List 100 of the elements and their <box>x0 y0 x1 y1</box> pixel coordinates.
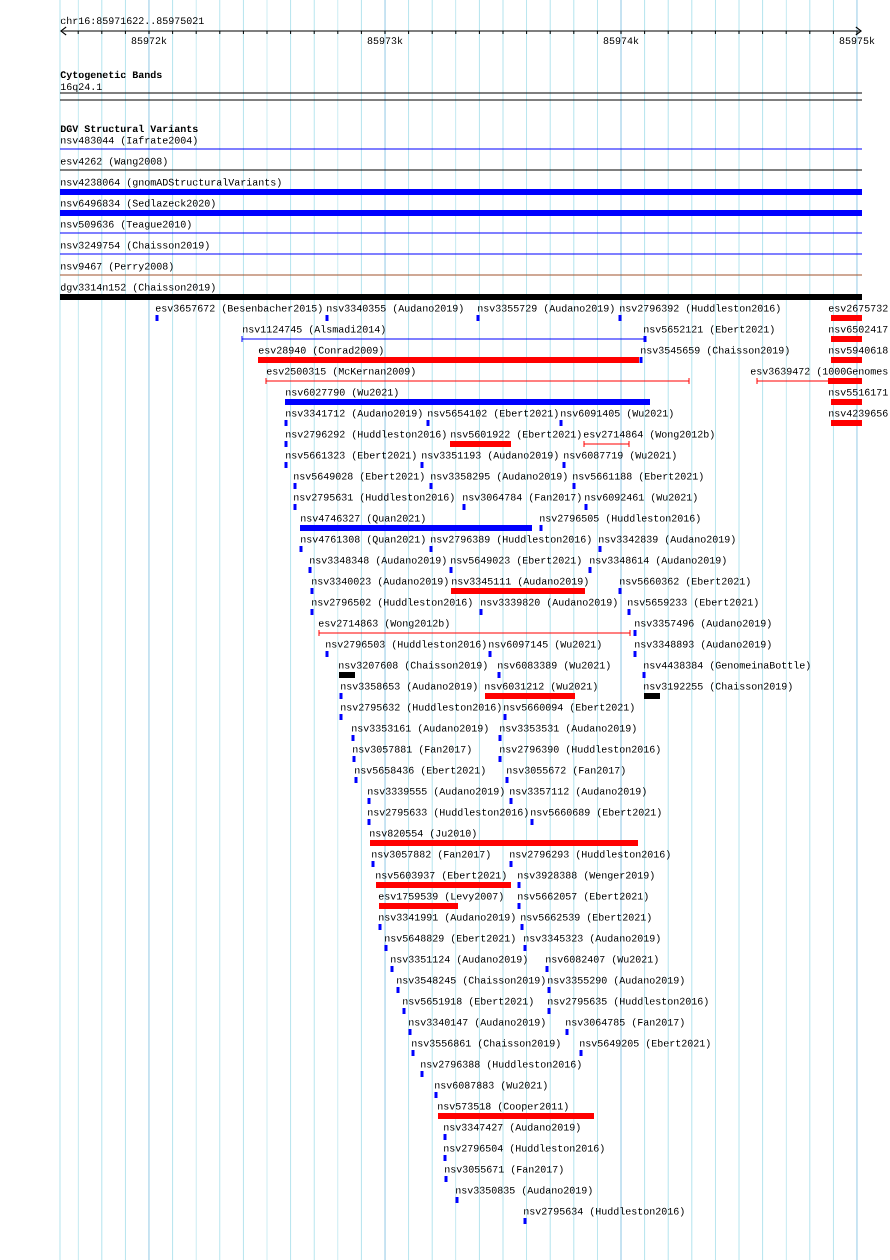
variant-label: nsv573518 (Cooper2011) <box>438 1102 568 1112</box>
variant-label: nsv6496834 (Sedlazeck2020) <box>61 199 215 209</box>
variant-label: esv4262 (Wang2008) <box>60 157 167 167</box>
variant-label: nsv3357112 (Audano2019) <box>510 787 646 797</box>
variant-label: nsv3339555 (Audano2019) <box>368 787 504 797</box>
variant-label: nsv5659233 (Ebert2021) <box>628 598 758 608</box>
variant-label: esv28940 (Conrad2009) <box>258 346 383 356</box>
variant-label: nsv5603937 (Ebert2021) <box>376 871 506 881</box>
variant-label: nsv6091405 (Wu2021) <box>561 409 673 419</box>
variant-label: nsv3353161 (Audano2019) <box>352 724 488 734</box>
variant-label: nsv509636 (Teague2010) <box>61 220 191 230</box>
variant-label: nsv3340355 (Audano2019) <box>327 304 463 314</box>
variant-label: nsv3057881 (Fan2017) <box>353 745 471 755</box>
variant-label: nsv3064784 (Fan2017) <box>463 493 581 503</box>
variant-label: nsv483044 (Iafrate2004) <box>61 136 197 146</box>
variant-label: nsv820554 (Ju2010) <box>370 829 476 839</box>
variant-label: nsv3340023 (Audano2019) <box>312 577 448 587</box>
variant-label: nsv6087719 (Wu2021) <box>564 451 676 461</box>
variant-label: nsv3192255 (Chaisson2019) <box>644 682 792 692</box>
variant-label: nsv1124745 (Alsmadi2014) <box>243 325 385 335</box>
variant-label: nsv3358295 (Audano2019) <box>431 472 567 482</box>
variant-label: nsv5660362 (Ebert2021) <box>620 577 750 587</box>
variant-label: nsv3345111 (Audano2019) <box>452 577 588 587</box>
variant-label: esv2675732 <box>828 304 888 312</box>
variant-label: nsv2796389 (Huddleston2016) <box>431 535 591 545</box>
variant-label: nsv3348614 (Audano2019) <box>590 556 726 566</box>
variant-label: nsv5654102 (Ebert2021) <box>428 409 558 419</box>
variant-label: nsv3057882 (Fan2017) <box>372 850 490 860</box>
variant-label: nsv4746327 (Quan2021) <box>301 514 425 524</box>
variant-label: nsv6087883 (Wu2021) <box>435 1081 547 1091</box>
variant-label: nsv3545659 (Chaisson2019) <box>641 346 789 356</box>
tick-label: 85975k <box>839 36 875 45</box>
variant-label: nsv3207608 (Chaisson2019) <box>339 661 487 671</box>
variant-label: nsv3350835 (Audano2019) <box>456 1186 592 1196</box>
variant-label: nsv3351193 (Audano2019) <box>422 451 558 461</box>
variant-label: nsv5660689 (Ebert2021) <box>531 808 661 818</box>
variant-label: nsv3342839 (Audano2019) <box>599 535 735 545</box>
variant-label: nsv3348893 (Audano2019) <box>635 640 771 650</box>
variant-label: nsv2795634 (Huddleston2016) <box>524 1207 684 1217</box>
variant-label: nsv6031212 (Wu2021) <box>485 682 597 692</box>
variant-label: nsv2796388 (Huddleston2016) <box>421 1060 581 1070</box>
variant-label: nsv2796390 (Huddleston2016) <box>500 745 660 755</box>
variant-label: nsv6097145 (Wu2021) <box>489 640 601 650</box>
variant-label: nsv4238064 (gnomADStructuralVariants) <box>61 178 281 188</box>
variant-label: esv3639472 (1000Genomes <box>750 367 888 377</box>
variant-label: nsv6027790 (Wu2021) <box>286 388 398 398</box>
variant-label: esv2500315 (McKernan2009) <box>266 367 415 377</box>
variant-label: nsv3347427 (Audano2019) <box>444 1123 580 1133</box>
variant-label: nsv2795632 (Huddleston2016) <box>341 703 501 713</box>
variant-label: nsv3355729 (Audano2019) <box>478 304 614 314</box>
variant-label: nsv3358653 (Audano2019) <box>341 682 477 692</box>
band-label: 16q24.1 <box>61 83 102 93</box>
variant-label: nsv6502417 <box>829 325 888 333</box>
tick-label: 85974k <box>603 36 639 45</box>
variant-label: nsv5662057 (Ebert2021) <box>518 892 648 902</box>
variant-label: nsv9467 (Perry2008) <box>61 262 173 272</box>
variant-label: nsv3556861 (Chaisson2019) <box>412 1039 560 1049</box>
variant-label: nsv5649023 (Ebert2021) <box>451 556 581 566</box>
variant-label: nsv5662539 (Ebert2021) <box>521 913 651 923</box>
variant-label: esv2714863 (Wong2012b) <box>318 619 449 629</box>
variant-label: nsv6083389 (Wu2021) <box>498 661 610 671</box>
variant-label: nsv5651918 (Ebert2021) <box>403 997 533 1007</box>
variant-label: nsv3548245 (Chaisson2019) <box>397 976 545 986</box>
variant-label: nsv5648829 (Ebert2021) <box>385 934 515 944</box>
variant-label: nsv3353531 (Audano2019) <box>500 724 636 734</box>
variant-label: nsv5661323 (Ebert2021) <box>286 451 416 461</box>
variant-label: dgv3314n152 (Chaisson2019) <box>60 283 215 293</box>
variant-label: nsv4761308 (Quan2021) <box>301 535 425 545</box>
variant-label: nsv3339820 (Audano2019) <box>481 598 617 608</box>
tick-label: 85972k <box>131 36 167 45</box>
variant-label: nsv2795633 (Huddleston2016) <box>368 808 528 818</box>
variant-label: nsv3249754 (Chaisson2019) <box>61 241 209 251</box>
variant-label: esv1759539 (Levy2007) <box>378 892 503 902</box>
track-title: Cytogenetic Bands <box>60 70 162 81</box>
variant-label: nsv6092461 (Wu2021) <box>585 493 697 503</box>
variant-label: nsv5658436 (Ebert2021) <box>355 766 485 776</box>
variant-label: nsv3055672 (Fan2017) <box>507 766 625 776</box>
track-title: DGV Structural Variants <box>60 124 198 133</box>
variant-label: nsv3055671 (Fan2017) <box>445 1165 563 1175</box>
variant-label: nsv5940618 <box>829 346 888 354</box>
variant-label: nsv2795631 (Huddleston2016) <box>294 493 454 503</box>
variant-label: nsv3341712 (Audano2019) <box>286 409 422 419</box>
variant-label: nsv3340147 (Audano2019) <box>409 1018 545 1028</box>
variant-label: nsv2796293 (Huddleston2016) <box>510 850 670 860</box>
variant-label: nsv5516171 <box>829 388 888 396</box>
variant-label: nsv5660094 (Ebert2021) <box>504 703 634 713</box>
variant-label: nsv3351124 (Audano2019) <box>391 955 527 965</box>
variant-label: nsv5649205 (Ebert2021) <box>580 1039 710 1049</box>
variant-label: nsv2796292 (Huddleston2016) <box>286 430 446 440</box>
variant-label: nsv2796505 (Huddleston2016) <box>540 514 700 524</box>
variant-label: nsv5661188 (Ebert2021) <box>573 472 703 482</box>
variant-label: nsv2796502 (Huddleston2016) <box>312 598 472 608</box>
variant-label: nsv2795635 (Huddleston2016) <box>548 997 708 1007</box>
variant-label: nsv3357496 (Audano2019) <box>635 619 771 629</box>
variant-label: esv2714864 (Wong2012b) <box>583 430 714 440</box>
variant-label: nsv4438384 (GenomeinaBottle) <box>644 661 810 671</box>
variant-label: nsv3345323 (Audano2019) <box>524 934 660 944</box>
tick-label: 85973k <box>367 36 403 45</box>
variant-label: nsv6082407 (Wu2021) <box>546 955 658 965</box>
variant-label: esv3657672 (Besenbacher2015) <box>155 304 322 314</box>
